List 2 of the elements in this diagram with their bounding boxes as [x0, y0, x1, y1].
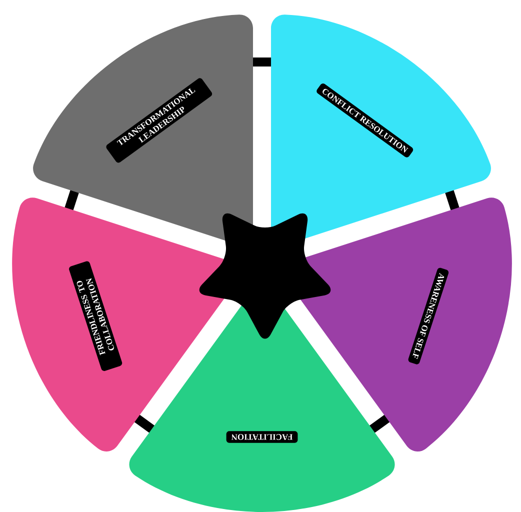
star-shape: [199, 213, 331, 339]
text-label: FACILITATION: [226, 431, 298, 443]
